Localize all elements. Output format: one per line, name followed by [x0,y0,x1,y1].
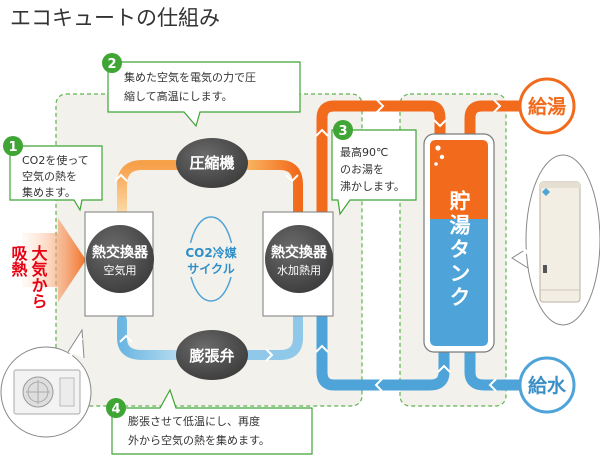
step-1-line-2: 空気の熱を [22,169,77,183]
step-1-line-3: 集めます。 [22,185,76,199]
heat-exchanger-air: 熱交換器 空気用 [84,211,154,317]
air-intake-arrow [22,218,86,302]
step-3-line-2: のお湯を [340,163,384,176]
step-1-num: 1 [8,140,17,155]
step-1-line-1: CO2を使って [22,154,89,167]
hx-water-title: 熱交換器 [271,244,328,261]
hx-air-title: 熱交換器 [92,244,149,261]
cycle-label-2: サイクル [187,262,234,276]
cold-arrowheads [315,344,497,392]
hx-water-sub: 水加熱用 [277,264,321,277]
step-3-line-3: 沸かします。 [340,180,405,193]
air-intake-label-1: 大気から [29,244,48,309]
outdoor-unit-image [13,369,81,415]
step-1-callout: 1 CO2を使って 空気の熱を 集めます。 [3,136,103,212]
step-4-line-2: 外から空気の熱を集めます。 [128,433,270,447]
water-supply: 給水 [518,356,576,414]
expansion-valve-label: 膨張弁 [189,347,234,365]
tank-unit-image [539,181,581,303]
step-3-callout: 3 最高90℃ のお湯を 沸かします。 [331,120,417,216]
air-intake-label-2: 吸熱 [9,245,28,278]
step-2-callout: 2 集めた空気を電気の力で圧 縮して高温にします。 [102,53,301,128]
step-3-num: 3 [338,124,347,139]
tank-label: 貯湯タンク [447,189,471,310]
step-2-line-2: 縮して高温にします。 [124,89,233,103]
expansion-valve: 膨張弁 [176,330,248,380]
cycle-arrowheads [114,173,299,362]
hx-air-sub: 空気用 [104,263,137,277]
hot-water-supply: 給湯 [518,77,576,135]
page-title: エコキュートの仕組み [10,6,220,30]
cycle-label-1: CO2冷媒 [185,245,237,260]
cold-water-pipes [316,310,526,391]
step-3-line-1: 最高90℃ [340,145,388,159]
water-supply-label: 給水 [528,374,567,397]
hot-arrowheads [315,99,502,137]
step-2-num: 2 [107,57,116,72]
co2-cycle-indicator: CO2冷媒 サイクル [180,216,242,302]
step-4-num: 4 [111,402,120,417]
step-4-line-1: 膨張させて低温にし、再度 [128,414,260,428]
step-2-line-1: 集めた空気を電気の力で圧 [124,70,256,84]
storage-tank: 貯湯タンク [423,133,495,353]
hot-water-label: 給湯 [528,95,566,118]
refrigerant-cycle-pipes [117,160,303,360]
heat-exchanger-water: 熱交換器 水加熱用 [262,211,334,317]
step-4-callout: 4 膨張させて低温にし、再度 外から空気の熱を集めます。 [106,388,313,455]
compressor: 圧縮機 [176,138,248,188]
compressor-label: 圧縮機 [189,154,234,172]
